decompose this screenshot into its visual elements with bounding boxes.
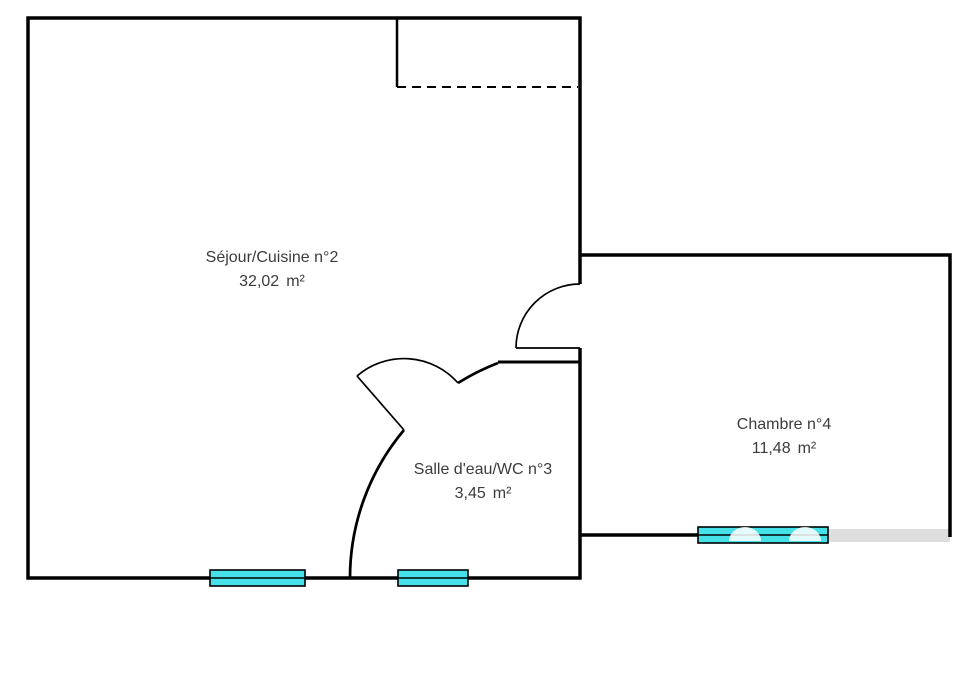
window-symbol-bathroom xyxy=(397,569,469,587)
window-symbol-living-room-1 xyxy=(209,569,306,587)
room-name: Séjour/Cuisine n°2 xyxy=(205,249,339,266)
bathroom-curved-wall-lower xyxy=(348,429,406,579)
bedroom-muted-wall-segment xyxy=(828,529,950,542)
living-room-walls xyxy=(26,16,582,580)
room-name: Chambre n°4 xyxy=(736,416,832,433)
bathroom-door-leaf xyxy=(356,375,405,431)
window-highlight-icon xyxy=(729,527,761,541)
bathroom-curved-wall-upper xyxy=(457,361,499,385)
window-symbol-bedroom xyxy=(697,526,829,544)
bedroom-door-swing-arc xyxy=(515,283,581,349)
room-name: Salle d'eau/WC n°3 xyxy=(413,461,553,478)
bedroom-walls xyxy=(580,253,952,537)
window-highlight-icon xyxy=(789,527,821,541)
bathroom-door-swing-arc xyxy=(356,357,459,384)
